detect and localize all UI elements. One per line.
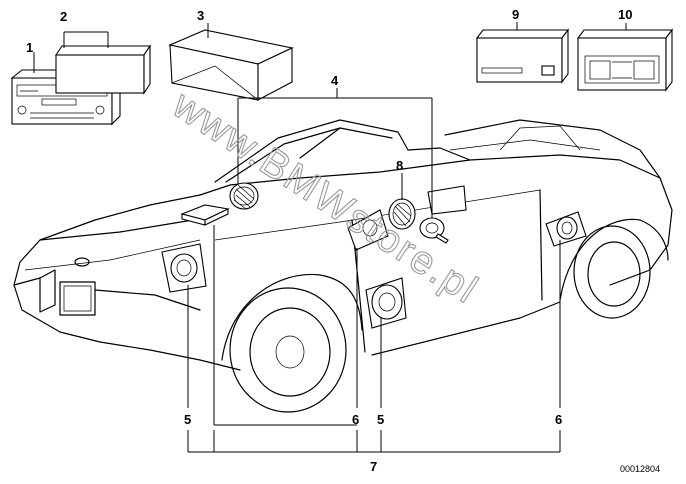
callout-4: 4	[331, 73, 339, 88]
door-speaker-mount-part[interactable]	[347, 209, 389, 251]
front-wheel	[229, 287, 347, 413]
callout-6-left: 6	[352, 412, 359, 427]
callout-8: 8	[396, 158, 403, 173]
callout-9: 9	[512, 7, 519, 22]
callout-3: 3	[197, 8, 204, 23]
rear-wheel	[573, 225, 651, 319]
callout-7: 7	[370, 459, 377, 474]
callout-6-right: 6	[555, 412, 562, 427]
callout-5-right: 5	[377, 412, 384, 427]
tweeter-left-part[interactable]	[229, 182, 259, 210]
car-body	[13, 119, 673, 413]
callout-2: 2	[60, 9, 67, 24]
rear-speaker-part[interactable]	[545, 211, 587, 247]
footwell-speaker-part[interactable]	[161, 243, 207, 293]
cd-changer-part[interactable]	[576, 28, 674, 92]
radio-casing-part[interactable]	[54, 44, 152, 95]
callout-10: 10	[618, 7, 632, 22]
callout-1: 1	[26, 40, 33, 55]
envelope-box-part[interactable]	[168, 29, 294, 101]
callout-5-left: 5	[184, 412, 191, 427]
cd-player-part[interactable]	[475, 28, 570, 84]
door-woofer-part[interactable]	[365, 277, 407, 329]
front-grille	[39, 257, 96, 316]
amplifier-part[interactable]	[180, 204, 230, 226]
diagram-code: 00012804	[620, 464, 660, 474]
leader-lines	[187, 88, 561, 453]
